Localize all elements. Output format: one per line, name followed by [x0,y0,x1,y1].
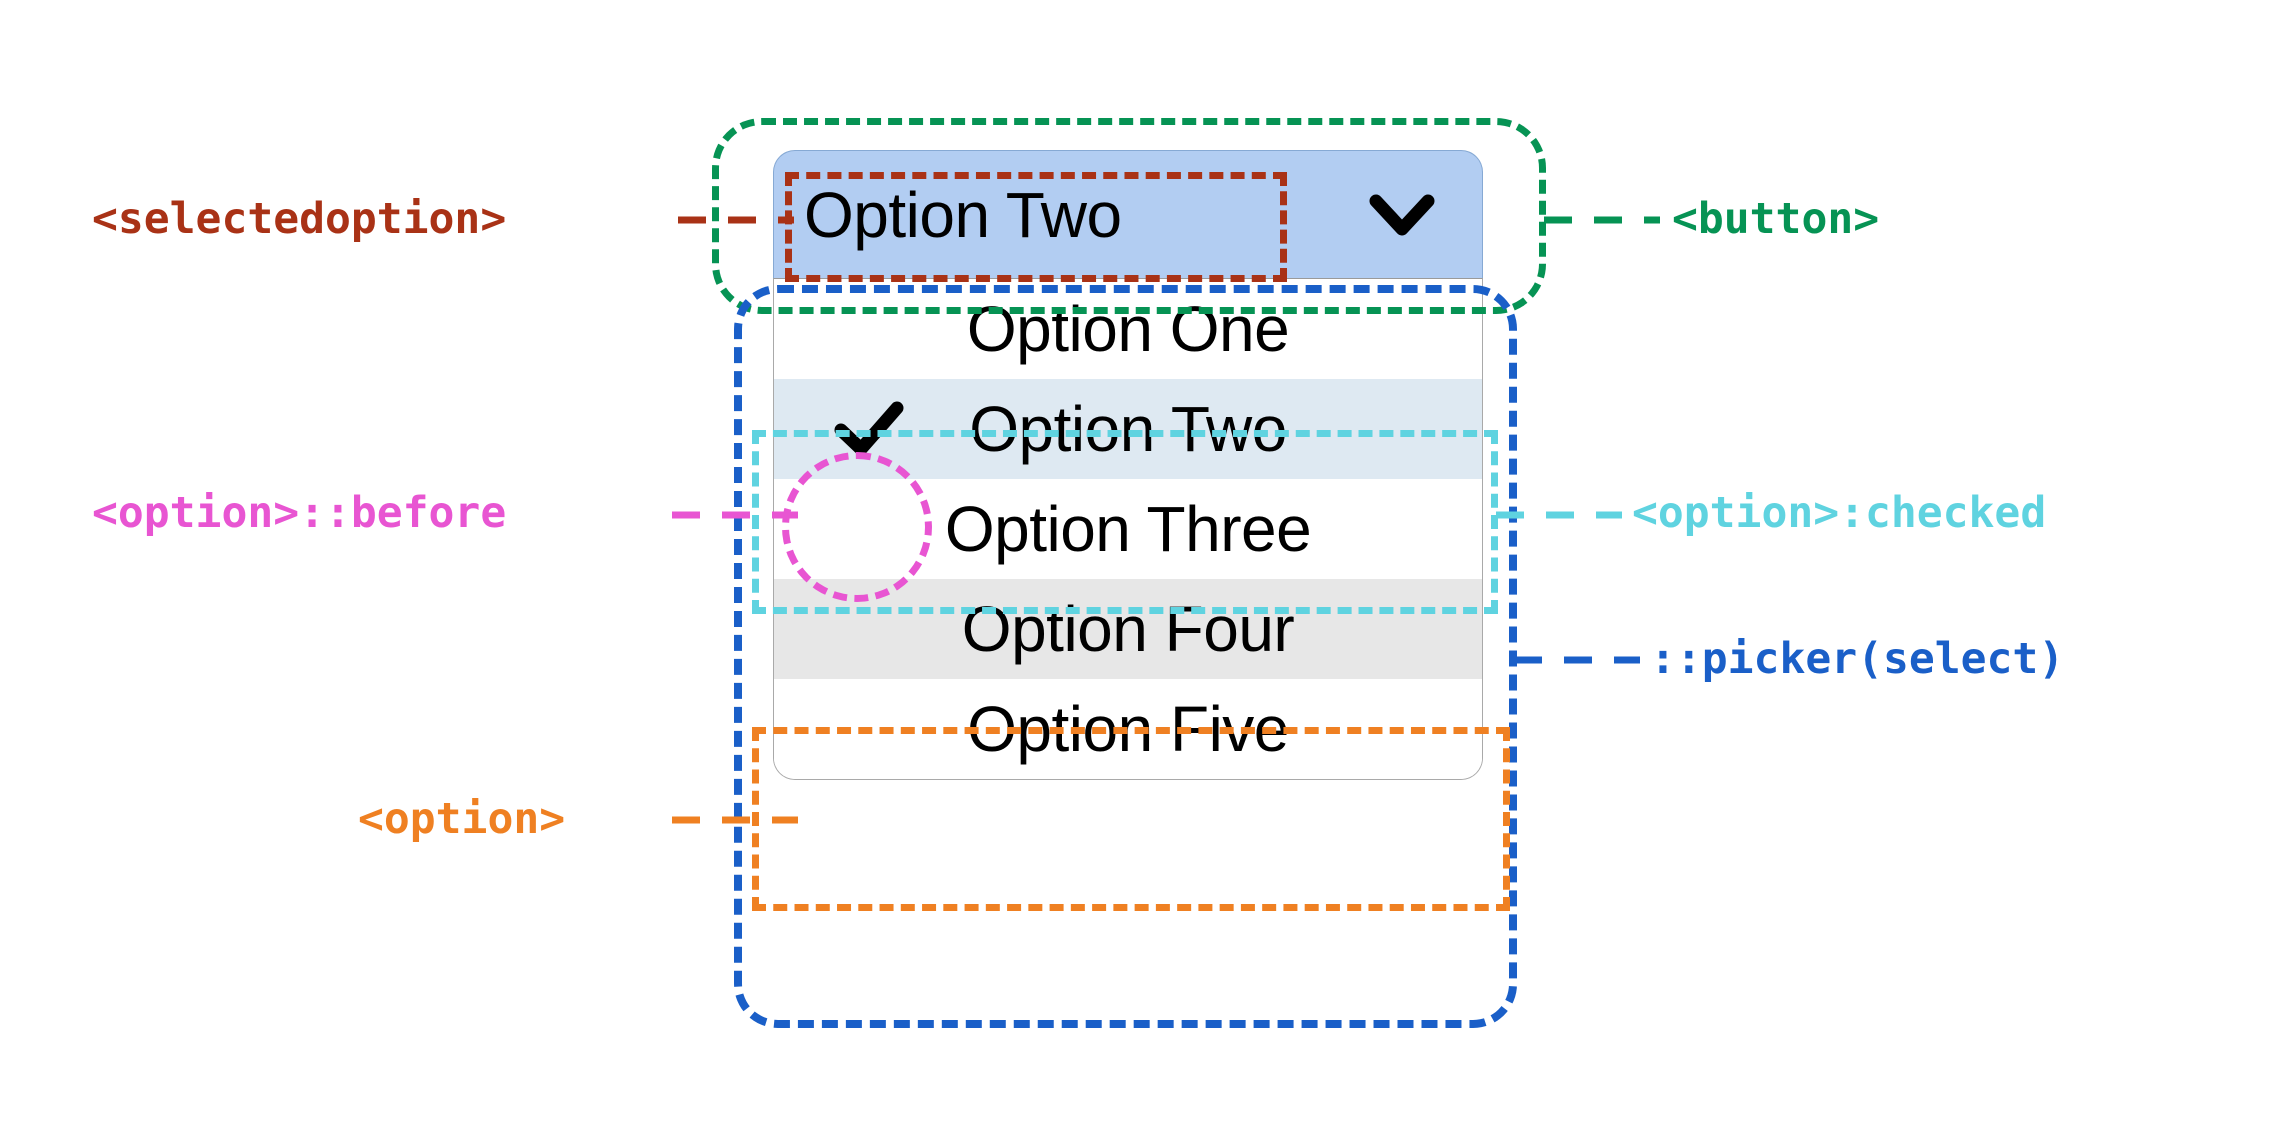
option-row[interactable]: Option Three [774,479,1482,579]
option-label: Option Four [961,593,1295,665]
annotation-label-selectedoption: <selectedoption> [92,194,507,244]
picker-select-leader-line [1514,656,1640,664]
option-row[interactable]: Option Five [774,679,1482,779]
option-label: Option Two [969,393,1287,465]
button-leader-line [1544,216,1660,224]
chevron-down-icon[interactable] [1368,191,1436,239]
option-leader-line [672,816,798,824]
option-label: Option Five [967,693,1289,765]
option-checked-leader-line [1496,511,1622,519]
annotation-label-option-before: <option>::before [92,488,507,538]
annotation-label-option: <option> [358,794,566,844]
annotation-label-option-checked: <option>:checked [1632,488,2047,538]
select-button[interactable]: Option Two [773,150,1483,278]
option-label: Option One [966,293,1290,365]
annotation-label-picker-select: ::picker(select) [1650,634,2065,684]
option-row[interactable]: Option Four [774,579,1482,679]
option-label: Option Three [944,493,1312,565]
picker-panel[interactable]: Option One Option Two Option Three Optio… [773,278,1483,780]
option-row[interactable]: Option Two [774,379,1482,479]
check-mark-icon [834,401,904,456]
annotation-label-button: <button> [1672,194,1880,244]
selectedoption-text: Option Two [804,178,1122,251]
option-row[interactable]: Option One [774,279,1482,379]
